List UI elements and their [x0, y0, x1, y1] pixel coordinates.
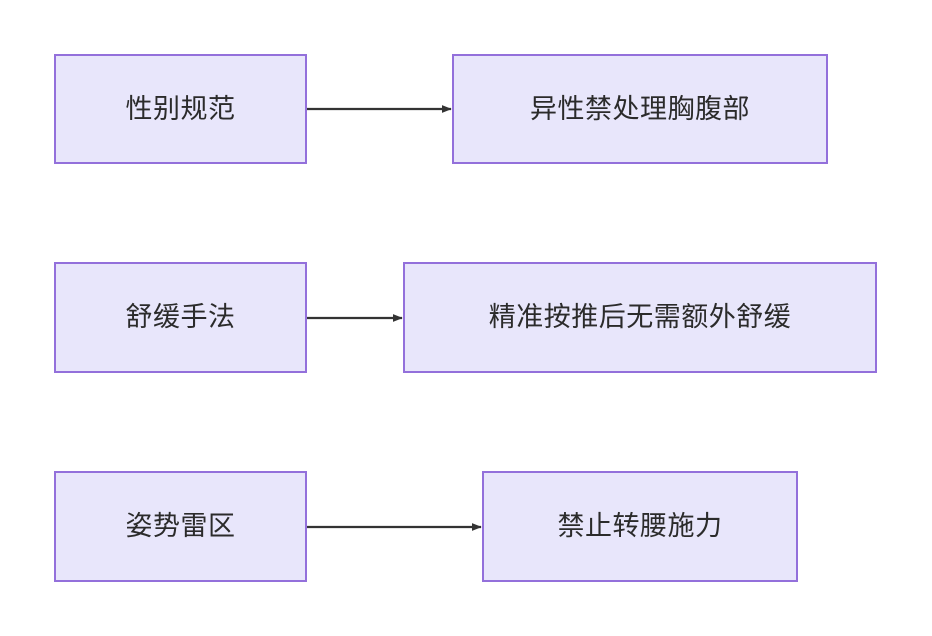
node-label: 舒缓手法	[125, 302, 236, 333]
node-no-waist-twist-force[interactable]: 禁止转腰施力	[482, 471, 798, 582]
node-gender-norms[interactable]: 性别规范	[54, 54, 307, 164]
node-opposite-sex-restriction[interactable]: 异性禁处理胸腹部	[452, 54, 828, 164]
node-label: 性别规范	[125, 93, 236, 125]
node-no-extra-soothing-needed[interactable]: 精准按推后无需额外舒缓	[403, 262, 877, 373]
node-label: 禁止转腰施力	[557, 511, 723, 542]
node-label: 姿势雷区	[125, 511, 236, 542]
node-soothing-technique[interactable]: 舒缓手法	[54, 262, 307, 373]
node-label: 异性禁处理胸腹部	[530, 93, 750, 125]
node-label: 精准按推后无需额外舒缓	[488, 302, 792, 333]
node-posture-danger-zone[interactable]: 姿势雷区	[54, 471, 307, 582]
